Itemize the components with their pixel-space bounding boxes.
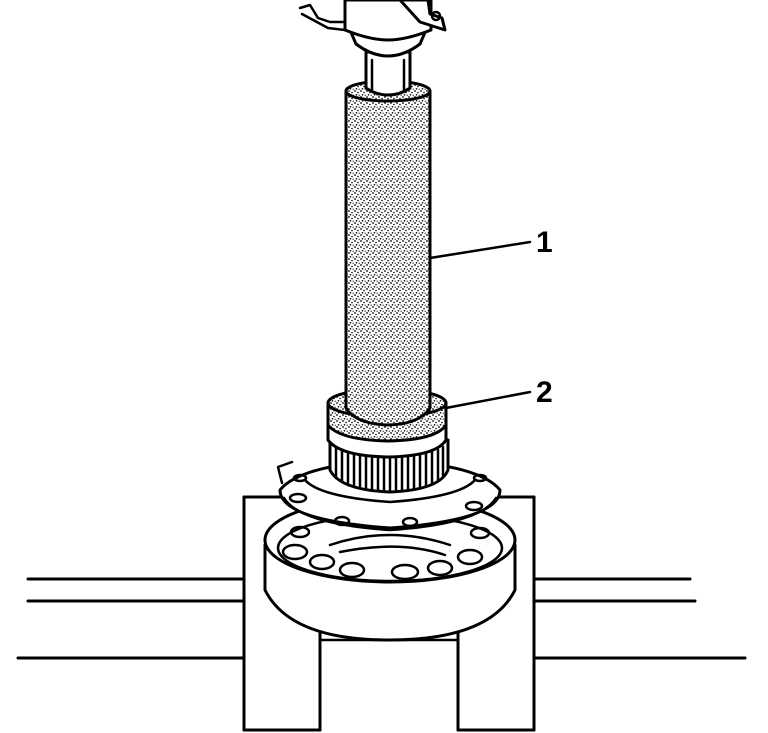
press-ram <box>298 0 447 97</box>
callout-2: 2 <box>444 376 553 410</box>
callout-number-2: 2 <box>536 376 553 409</box>
bench-rails <box>16 577 747 660</box>
callout-1: 1 <box>428 226 553 260</box>
callout-number-1: 1 <box>536 226 553 259</box>
installer-tube <box>344 79 432 427</box>
